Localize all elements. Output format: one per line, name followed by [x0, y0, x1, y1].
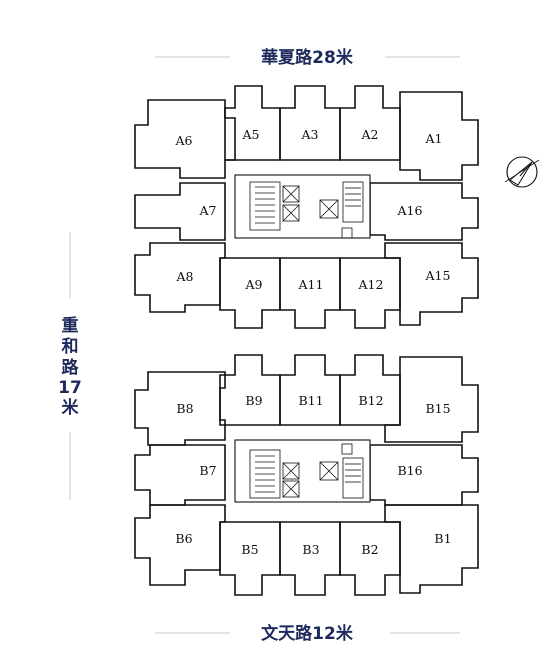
unit-label-a8: A8: [176, 269, 194, 284]
unit-label-a15: A15: [425, 268, 451, 283]
unit-label-b16: B16: [397, 463, 422, 478]
unit-label-b7: B7: [199, 463, 216, 478]
tower-a-core: [234, 174, 371, 239]
unit-label-b5: B5: [241, 542, 258, 557]
unit-label-b11: B11: [298, 393, 323, 408]
elevator-icon: [282, 185, 300, 222]
unit-label-b6: B6: [175, 531, 192, 546]
tower-b: B1 B2 B3 B5 B6 B7 B8 B9 B11 B12 B15 B16: [134, 354, 479, 596]
unit-label-a2: A2: [361, 127, 379, 142]
unit-label-a12: A12: [358, 277, 384, 292]
top-road-label: 華夏路28米: [261, 47, 354, 68]
left-road-char-5: 米: [62, 397, 80, 418]
stair-icon: [249, 181, 281, 231]
left-road-char-4: 17: [58, 378, 82, 398]
left-road-char-2: 和: [62, 337, 79, 357]
left-road-char-3: 路: [62, 357, 80, 378]
unit-label-b3: B3: [302, 542, 319, 557]
unit-a5-outline: [224, 85, 281, 161]
unit-label-b9: B9: [245, 393, 262, 408]
unit-label-a7: A7: [199, 203, 217, 218]
unit-label-a1: A1: [425, 131, 443, 146]
unit-label-a11: A11: [298, 277, 324, 292]
unit-a15-outline: [384, 242, 479, 326]
unit-a11-outline: [279, 257, 341, 329]
unit-b11-outline: [279, 354, 341, 426]
stair-icon: [341, 443, 364, 499]
unit-b8-outline: [134, 371, 226, 446]
unit-b3-outline: [279, 521, 341, 596]
unit-label-a16: A16: [397, 203, 423, 218]
unit-a1-outline: [399, 91, 479, 181]
unit-label-b2: B2: [361, 542, 378, 557]
unit-label-b15: B15: [425, 401, 450, 416]
unit-b7-outline: [134, 444, 226, 506]
elevator-icon: [319, 461, 339, 481]
stair-icon: [341, 181, 364, 239]
unit-b16-outline: [369, 444, 479, 506]
unit-label-a5: A5: [242, 127, 260, 142]
unit-b9-outline: [219, 354, 281, 426]
unit-label-b1: B1: [434, 531, 451, 546]
unit-a9-outline: [219, 257, 281, 329]
unit-a2-outline: [339, 85, 401, 161]
tower-b-core: [234, 439, 371, 503]
unit-b2-outline: [339, 521, 401, 596]
unit-b15-outline: [384, 356, 479, 443]
unit-label-a6: A6: [175, 133, 193, 148]
elevator-icon: [282, 462, 300, 498]
unit-b12-outline: [339, 354, 401, 426]
unit-label-a3: A3: [301, 127, 319, 142]
unit-label-b12: B12: [358, 393, 383, 408]
unit-label-a9: A9: [245, 277, 263, 292]
unit-b5-outline: [219, 521, 281, 596]
unit-b1-outline: [384, 504, 479, 594]
unit-a7-outline: [134, 182, 226, 241]
unit-a3-outline: [279, 85, 341, 161]
elevator-icon: [319, 199, 339, 219]
stair-icon: [249, 449, 281, 499]
left-road-char-1: 重: [62, 315, 79, 336]
north-arrow-icon: [504, 156, 540, 188]
unit-a16-outline: [369, 182, 479, 241]
tower-a: A1 A2 A3 A5 A6 A7 A8 A9 A11 A12 A15 A16: [134, 85, 479, 329]
bottom-road-label: 文天路12米: [261, 623, 354, 644]
unit-a12-outline: [339, 257, 401, 329]
unit-label-b8: B8: [176, 401, 193, 416]
